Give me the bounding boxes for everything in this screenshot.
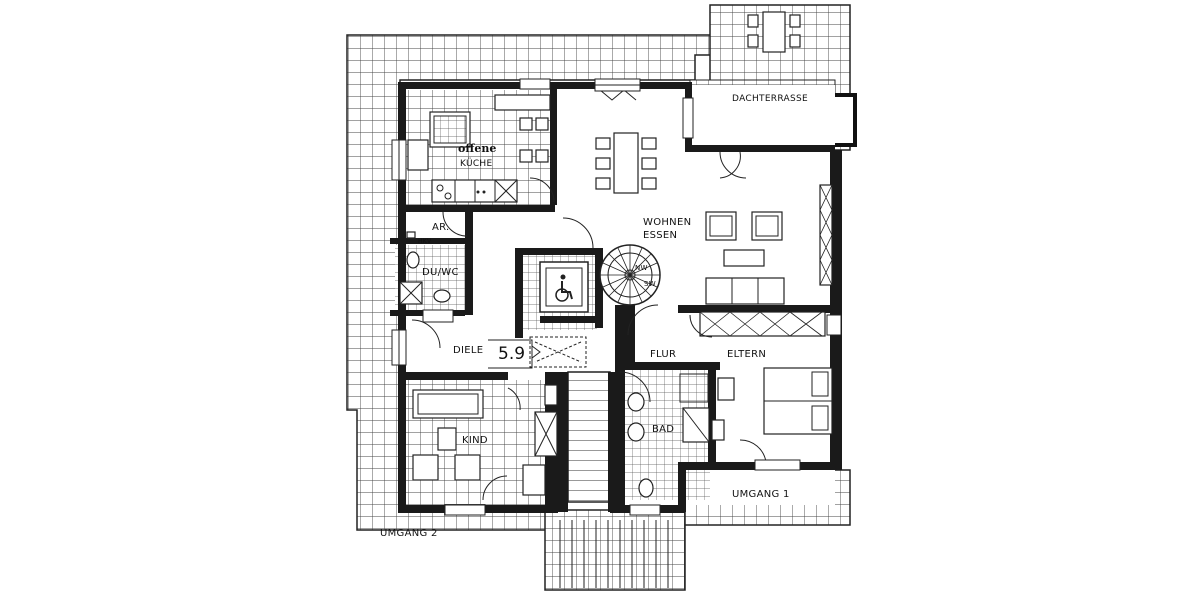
label-umgang-1: UMGANG 1 (732, 489, 790, 500)
lift-marker (488, 336, 587, 369)
label-essen: ESSEN (643, 230, 677, 241)
staircase (567, 371, 611, 503)
label-offene: offene (458, 142, 496, 155)
elevator (539, 261, 589, 313)
bad-fixtures (627, 373, 725, 498)
compass-sw-label: SW (644, 280, 656, 288)
label-diele: DIELE (453, 345, 483, 356)
label-hkv: HKV (418, 238, 432, 245)
compass-icon: NW SW (599, 244, 661, 306)
label-flur: FLUR (650, 349, 676, 360)
arrow-icon (531, 345, 541, 359)
compass-nw-label: NW (635, 264, 648, 272)
label-eltern: ELTERN (727, 349, 766, 360)
label-elevator-number: 5.9 (498, 344, 525, 364)
terrace-table (762, 11, 786, 53)
living-furniture (705, 151, 833, 305)
door-swings (411, 151, 741, 403)
kitchen-furniture (407, 94, 555, 203)
label-kueche: KÜCHE (460, 158, 493, 169)
label-wohnen: WOHNEN (643, 217, 691, 228)
closet (534, 384, 558, 457)
label-ar: AR. (432, 222, 450, 233)
dining-table (595, 89, 657, 194)
wheelchair-icon (555, 274, 573, 302)
label-du-wc: DU/WC (422, 267, 459, 278)
label-kind: KIND (462, 435, 488, 446)
bathroom-fixtures (399, 231, 451, 305)
windows (391, 78, 842, 516)
kind-furniture (412, 387, 546, 501)
label-dachterrasse: DACHTERRASSE (732, 94, 808, 104)
eltern-furniture (689, 311, 833, 463)
label-umgang-2: UMGANG 2 (380, 528, 438, 539)
label-bad: BAD (652, 424, 674, 435)
